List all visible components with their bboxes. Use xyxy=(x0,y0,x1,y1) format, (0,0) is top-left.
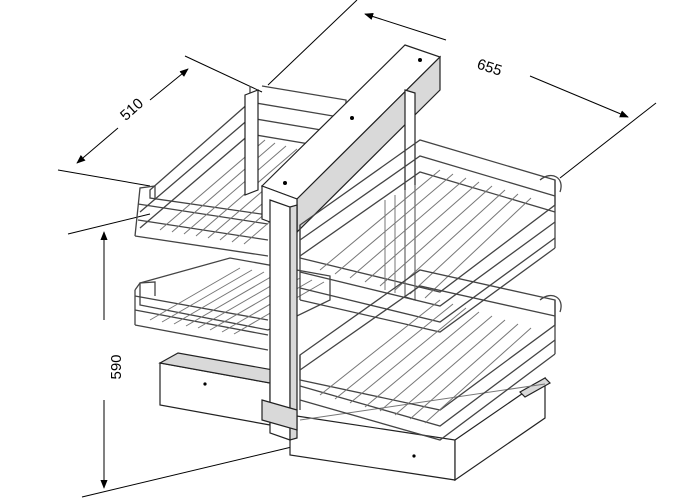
width-arrow-right xyxy=(529,75,629,118)
extension-line-height-top xyxy=(67,213,151,235)
dimension-depth: 510 xyxy=(57,55,263,187)
column-foot xyxy=(261,399,298,431)
center-column xyxy=(244,44,442,441)
depth-arrow-top xyxy=(149,68,189,101)
right-lower-basket xyxy=(299,269,562,441)
screw xyxy=(203,382,207,386)
right-upper-basket xyxy=(299,139,562,333)
base-board-front xyxy=(289,414,456,481)
base-rail-end xyxy=(519,377,551,398)
depth-label: 510 xyxy=(117,95,147,124)
screw xyxy=(350,116,354,120)
extension-line-height-bottom xyxy=(81,444,301,498)
depth-arrow-bottom xyxy=(76,127,119,164)
extension-line-depth-back xyxy=(184,55,263,93)
left-lower-basket xyxy=(134,257,331,351)
extension-line-right-top xyxy=(559,102,657,179)
left-rear-post xyxy=(244,89,259,196)
base-frame xyxy=(158,352,551,482)
base-board-right xyxy=(454,376,546,482)
screw xyxy=(283,181,287,185)
screw xyxy=(418,58,422,62)
width-label: 655 xyxy=(475,56,504,80)
base-rail-line xyxy=(299,383,546,421)
extension-line-depth-front xyxy=(57,169,151,187)
dimension-width: 655 xyxy=(267,0,657,179)
dimension-height: 590 xyxy=(67,213,301,498)
column-post-side xyxy=(289,204,298,441)
screw xyxy=(412,454,416,458)
extension-line-left-top xyxy=(267,0,358,86)
height-label: 590 xyxy=(108,354,125,379)
width-arrow-left xyxy=(364,13,447,41)
